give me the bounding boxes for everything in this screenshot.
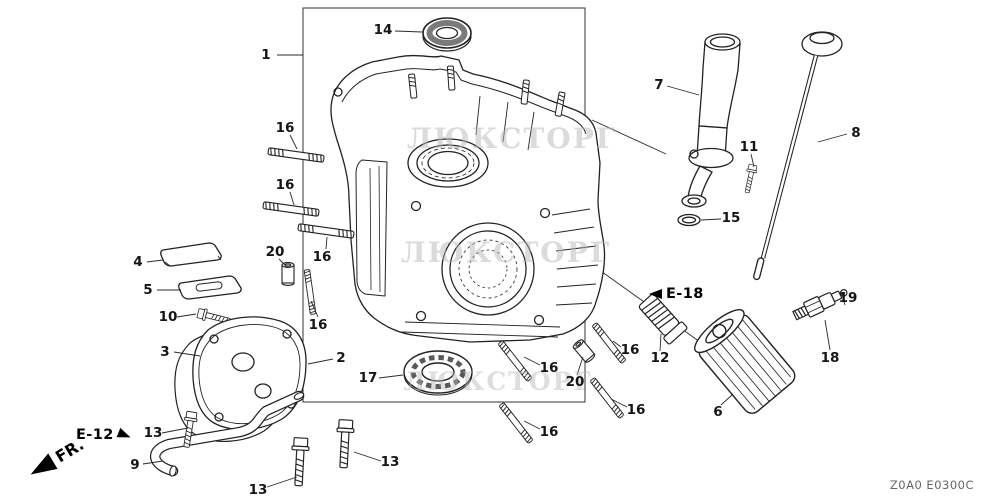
leader-line [266, 476, 298, 488]
callout-part-10: 10 [158, 309, 178, 325]
breather-tube-9 [150, 390, 305, 477]
callout-part-16: 16 [275, 177, 295, 193]
callout-part-13: 13 [380, 454, 400, 470]
callout-part-1: 1 [261, 47, 271, 63]
leader-line [817, 133, 848, 143]
callout-part-6: 6 [713, 404, 723, 420]
leader-line [612, 340, 622, 348]
callout-part-16: 16 [275, 120, 295, 136]
leader-line [666, 85, 700, 96]
leader-line [353, 451, 382, 462]
callout-part-12: 12 [650, 350, 670, 366]
callout-part-16: 16 [626, 402, 646, 418]
callout-part-16: 16 [312, 249, 332, 265]
callout-part-3: 3 [160, 344, 170, 360]
leader-line [173, 351, 201, 357]
watermark-2: ЛЮКСТОРГ [401, 236, 611, 269]
oil-seal-14 [422, 17, 472, 52]
dipstick-8 [753, 31, 843, 281]
callout-part-16: 16 [620, 342, 640, 358]
e18-arrow-icon [649, 289, 662, 299]
leader-line [523, 420, 541, 430]
e12-arrow-icon [116, 427, 133, 443]
leader-line [325, 236, 328, 250]
oring-15 [677, 213, 701, 227]
leader-line [610, 398, 628, 408]
leader-to-filler-tube [591, 119, 667, 155]
callout-part-14: 14 [373, 22, 393, 38]
callout-part-9: 9 [130, 457, 140, 473]
callout-part-15: 15 [721, 210, 741, 226]
gasket-5 [178, 275, 242, 300]
callout-part-7: 7 [654, 77, 664, 93]
callout-part-2: 2 [336, 350, 346, 366]
leader-line [176, 313, 197, 318]
leader-line [394, 30, 423, 33]
leader-line [720, 393, 734, 406]
doc-code: Z0A0 E0300C [889, 478, 974, 492]
leader-lines [142, 30, 848, 488]
ref-e18: E-18 [649, 286, 704, 302]
crankcase-body [330, 54, 606, 343]
callout-part-16: 16 [539, 424, 559, 440]
oil-filler-tube-7 [681, 33, 741, 208]
callout-part-20: 20 [565, 374, 585, 390]
e12-text: E-12 [76, 427, 114, 443]
callout-part-20: 20 [265, 244, 285, 260]
watermark-1: ЛЮКСТОРГ [407, 122, 617, 155]
leader-line [146, 259, 164, 263]
leader-line [576, 356, 584, 376]
plate-4 [160, 242, 222, 267]
leader-line [523, 356, 541, 366]
leader-line [700, 218, 722, 221]
callout-part-17: 17 [358, 370, 378, 386]
callout-part-13: 13 [143, 425, 163, 441]
callout-part-16: 16 [539, 360, 559, 376]
oil-filter-6 [694, 309, 796, 414]
callout-part-4: 4 [133, 254, 143, 270]
watermark-3: ЛЮКСТОРГ [403, 367, 592, 396]
callout-part-16: 16 [308, 317, 328, 333]
e18-text: E-18 [666, 286, 704, 302]
leader-line [161, 427, 189, 434]
leader-line [310, 300, 319, 318]
leader-line [307, 358, 334, 365]
leader-line [278, 258, 288, 268]
callout-part-13: 13 [248, 482, 268, 498]
leader-line [659, 333, 662, 352]
callout-part-18: 18 [820, 350, 840, 366]
bearing-17 [403, 350, 473, 396]
pressure-switch-18 [792, 289, 848, 321]
leader-line [750, 153, 755, 168]
leader-line [289, 134, 298, 150]
fitting-12 [638, 293, 688, 345]
leader-line [841, 293, 846, 306]
callout-part-11: 11 [739, 139, 759, 155]
callout-part-8: 8 [851, 125, 861, 141]
callout-part-5: 5 [143, 282, 153, 298]
leader-line [289, 191, 295, 206]
leader-line [824, 319, 831, 351]
ref-e12: E-12 [76, 427, 133, 443]
callout-part-19: 19 [838, 290, 858, 306]
leader-line [378, 374, 404, 379]
leader-line [142, 460, 164, 465]
